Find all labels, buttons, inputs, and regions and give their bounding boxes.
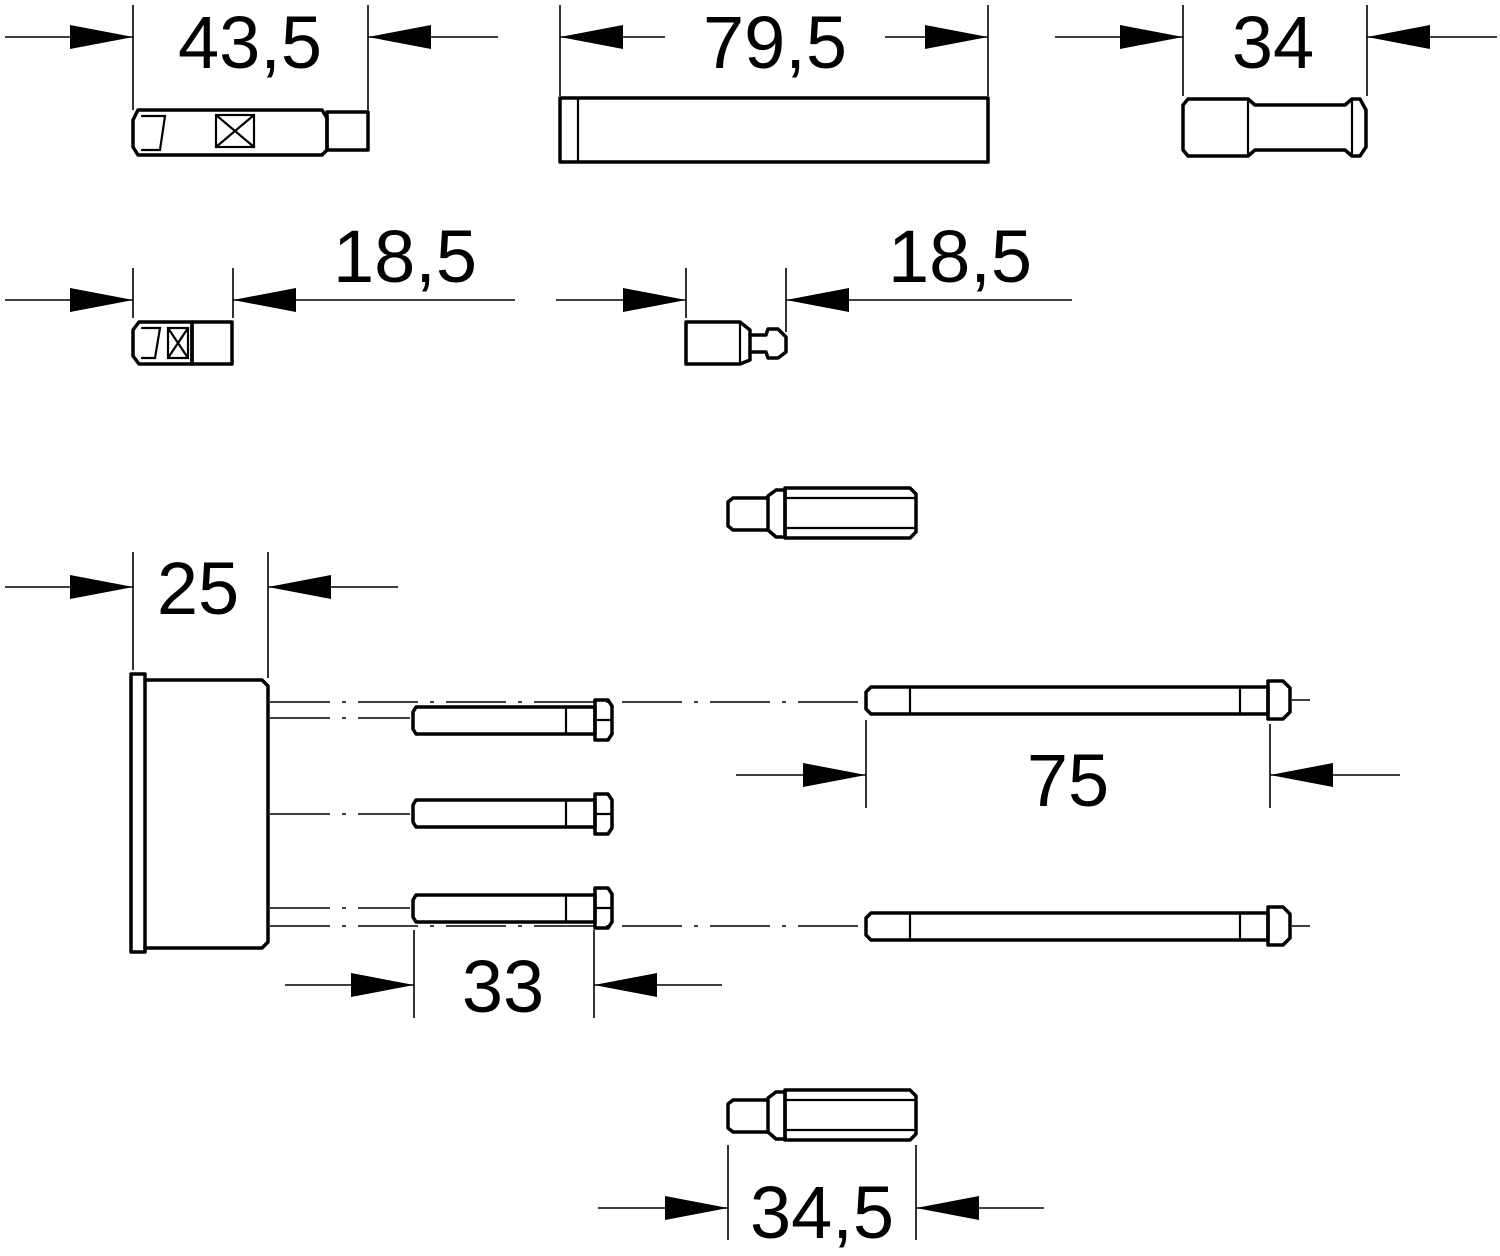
dimension-label-79-5: 79,5 — [703, 1, 847, 84]
dimension-79-5: 79,5 — [559, 1, 989, 96]
adapter-part-left — [131, 320, 234, 366]
long-screw-2 — [864, 905, 1292, 947]
dimension-label-25: 25 — [157, 547, 239, 630]
dimension-34-5: 34,5 — [598, 1145, 1044, 1254]
dimension-43-5: 43,5 — [5, 1, 498, 110]
extension-rod-part — [558, 96, 990, 164]
dimension-75: 75 — [736, 720, 1400, 822]
dimension-label-18-5-middle: 18,5 — [888, 215, 1032, 298]
dimension-34: 34 — [1055, 1, 1497, 96]
dimension-18-5-middle: 18,5 — [556, 215, 1072, 332]
dimension-label-43-5: 43,5 — [178, 1, 322, 84]
short-screw-1 — [411, 698, 614, 742]
dimension-label-18-5-left: 18,5 — [333, 215, 477, 298]
adapter-part-middle — [684, 320, 788, 366]
dimension-label-34: 34 — [1232, 1, 1314, 84]
spindle-extension-part — [131, 108, 370, 157]
long-screw-1 — [864, 679, 1292, 721]
hex-adapter-part-bottom — [726, 1088, 918, 1142]
dimension-25: 25 — [5, 547, 398, 678]
dimension-label-34-5: 34,5 — [750, 1171, 894, 1254]
cover-flange-part — [129, 672, 270, 954]
short-screw-2 — [411, 792, 614, 836]
dimension-label-33: 33 — [462, 945, 544, 1028]
sleeve-part — [1181, 97, 1368, 158]
hex-adapter-part-top — [726, 486, 918, 540]
dimension-33: 33 — [285, 930, 722, 1028]
dimension-18-5-left: 18,5 — [5, 215, 515, 318]
dimension-label-75: 75 — [1027, 739, 1109, 822]
short-screw-3 — [411, 886, 614, 930]
center-lines — [270, 699, 1310, 927]
